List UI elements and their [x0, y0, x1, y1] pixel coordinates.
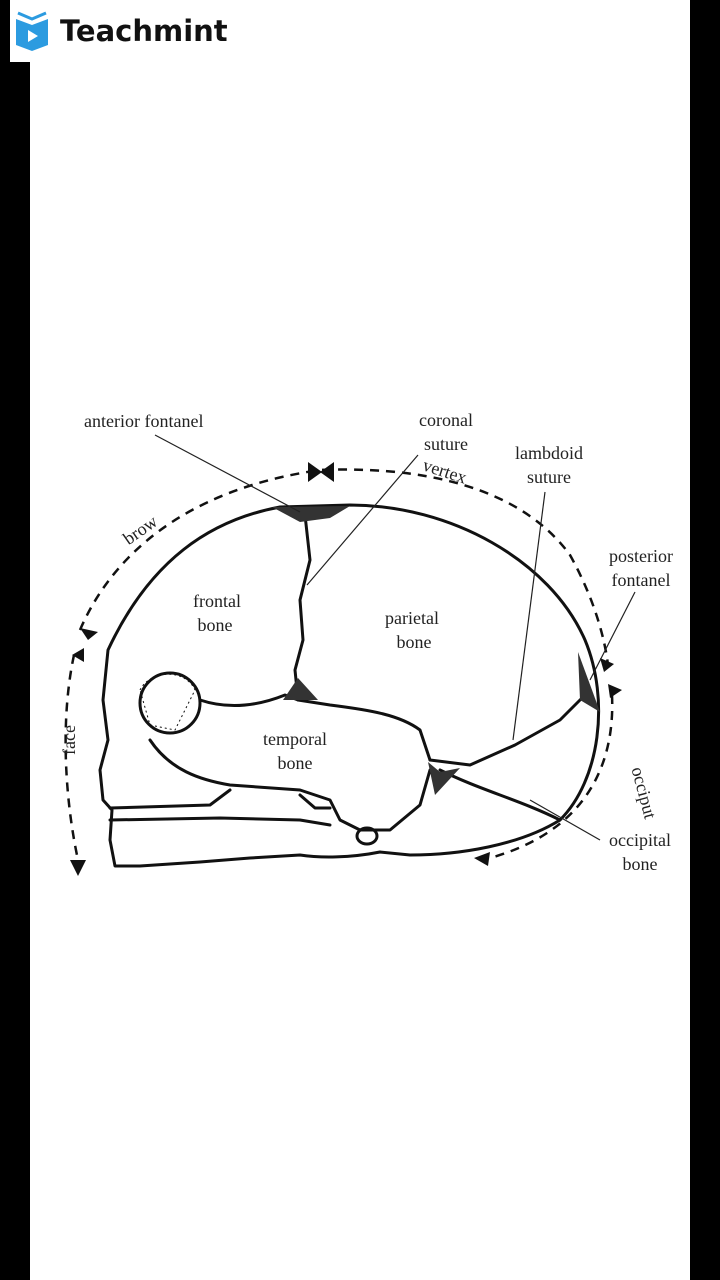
label-occipital: occipital	[609, 830, 671, 850]
label-occiput: occiput	[627, 765, 660, 821]
label-brow: brow	[119, 511, 161, 549]
label-posterior: posterior	[609, 546, 673, 566]
label-parietal: parietal	[385, 608, 439, 628]
label-parietal-bone: bone	[397, 632, 432, 652]
label-lambdoid-suture: suture	[527, 467, 571, 487]
skull-outline	[98, 503, 601, 868]
teachmint-logo[interactable]: Teachmint	[10, 0, 240, 62]
label-frontal-bone: bone	[198, 615, 233, 635]
label-anterior-fontanel: anterior fontanel	[84, 411, 203, 431]
label-lambdoid: lambdoid	[515, 443, 583, 463]
label-temporal: temporal	[263, 729, 327, 749]
coronal-suture	[293, 513, 312, 702]
label-vertex: vertex	[420, 455, 469, 488]
label-posterior-fontanel: fontanel	[612, 570, 671, 590]
book-play-icon	[16, 11, 48, 51]
brand-name: Teachmint	[60, 14, 228, 48]
label-coronal: coronal	[419, 410, 473, 430]
label-face: face	[59, 725, 79, 755]
label-occipital-bone: bone	[623, 854, 658, 874]
label-frontal: frontal	[193, 591, 241, 611]
label-coronal-suture: suture	[424, 434, 468, 454]
label-temporal-bone: bone	[278, 753, 313, 773]
anterior-fontanel-mark	[272, 506, 350, 522]
content-page	[30, 0, 690, 1280]
